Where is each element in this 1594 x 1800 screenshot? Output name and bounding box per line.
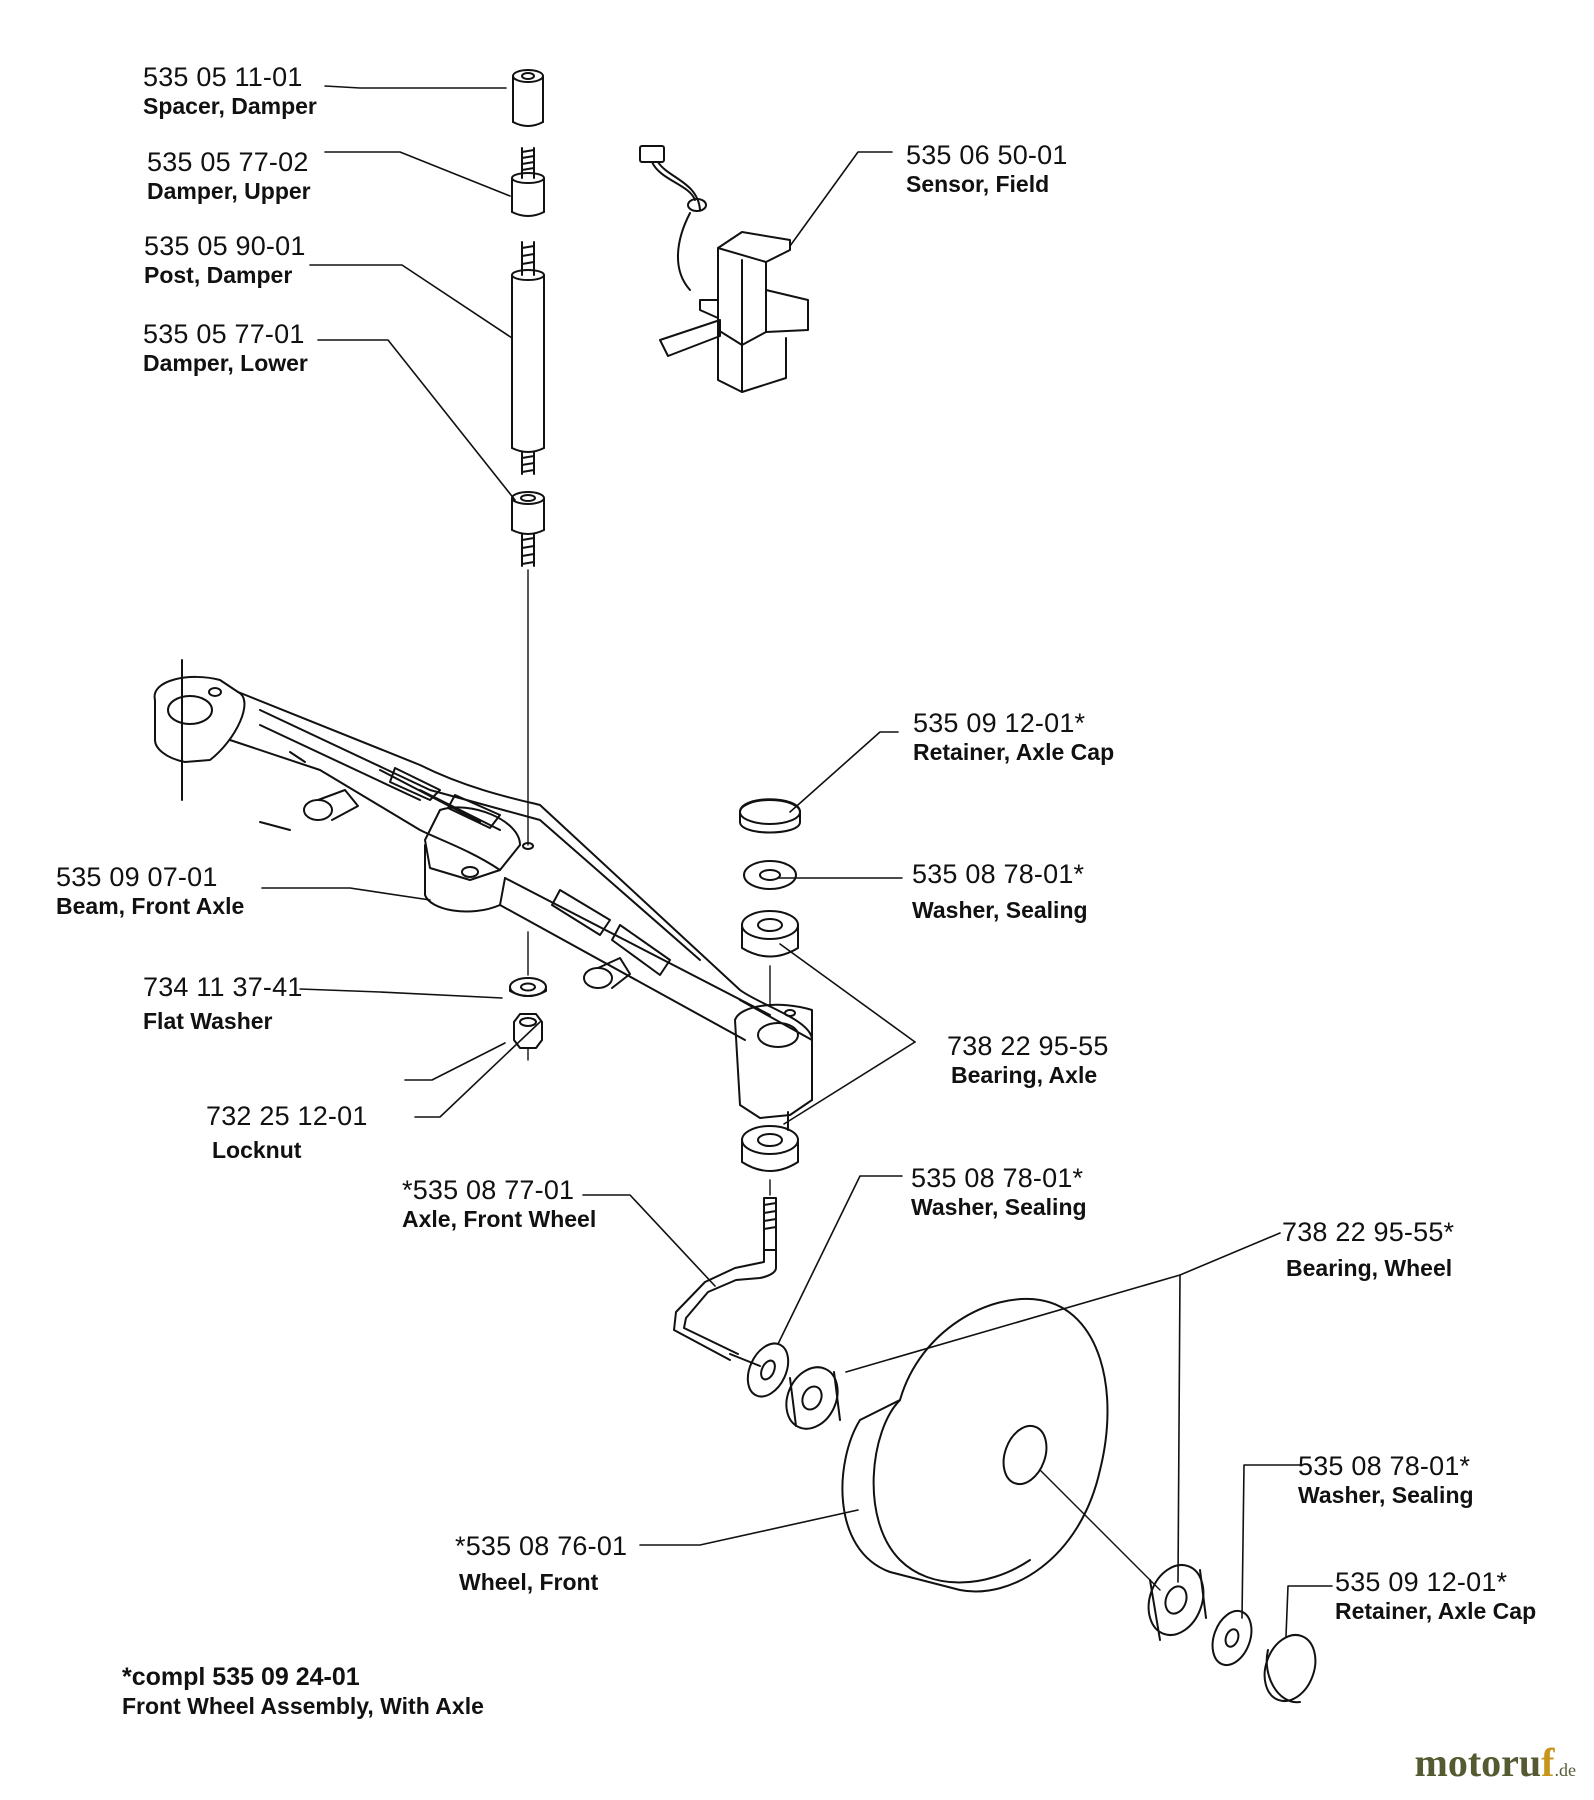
flat-washer-shape: [509, 977, 547, 997]
leader-lines: [261, 85, 1333, 1637]
part-description: Damper, Lower: [143, 350, 308, 377]
part-description: Post, Damper: [144, 262, 293, 289]
part-description: Retainer, Axle Cap: [913, 739, 1115, 766]
part-number: 738 22 95-55*: [1282, 1217, 1455, 1247]
watermark-logo: motoruf.de: [1414, 1740, 1576, 1785]
part-description: Spacer, Damper: [143, 93, 317, 120]
damper-upper-shape: [511, 147, 545, 217]
callout-retainer-axle-cap-2: 535 09 12-01* Retainer, Axle Cap: [1335, 1567, 1537, 1625]
part-description: Washer, Sealing: [1298, 1482, 1474, 1509]
damper-stack: [511, 69, 545, 846]
callout-axle-front-wheel: *535 08 77-01 Axle, Front Wheel: [402, 1175, 597, 1233]
part-description: Retainer, Axle Cap: [1335, 1598, 1537, 1625]
wheel-outer-parts-shape: [1147, 1564, 1317, 1704]
damper-lower-shape: [511, 491, 545, 567]
callout-beam-front-axle: 535 09 07-01 Beam, Front Axle: [56, 862, 245, 920]
part-number: 535 08 78-01*: [1298, 1451, 1471, 1481]
front-axle-beam-shape: [153, 659, 813, 1131]
axle-cap-stack-shape: [739, 798, 801, 1196]
callout-locknut: 732 25 12-01 Locknut: [206, 1101, 368, 1164]
callout-wheel-front: *535 08 76-01 Wheel, Front: [455, 1531, 628, 1596]
part-number: 535 05 90-01: [144, 231, 306, 261]
part-number: 732 25 12-01: [206, 1101, 368, 1131]
wheel-axle-shape: [673, 1197, 777, 1367]
callout-flat-washer: 734 11 37-41 Flat Washer: [143, 972, 303, 1035]
part-number: 535 05 11-01: [143, 62, 303, 92]
part-number: 734 11 37-41: [143, 972, 303, 1002]
callout-bearing-axle: 738 22 95-55 Bearing, Axle: [947, 1031, 1109, 1089]
spacer-damper-shape: [512, 69, 544, 127]
callout-washer-sealing-2: 535 08 78-01* Washer, Sealing: [911, 1163, 1087, 1221]
field-sensor-shape: [639, 145, 809, 393]
part-description: Bearing, Axle: [951, 1062, 1098, 1089]
part-description: Washer, Sealing: [912, 897, 1088, 924]
locknut-shape: [513, 931, 543, 1061]
part-description: Locknut: [212, 1137, 302, 1164]
part-description: Damper, Upper: [147, 178, 311, 205]
footnote-assembly-description: Front Wheel Assembly, With Axle: [122, 1692, 484, 1719]
part-number: 535 08 78-01*: [912, 859, 1085, 889]
callout-washer-sealing-3: 535 08 78-01* Washer, Sealing: [1298, 1451, 1474, 1509]
part-number: *535 08 76-01: [455, 1531, 628, 1561]
callout-damper-lower: 535 05 77-01 Damper, Lower: [143, 319, 308, 377]
front-wheel-shape: [841, 1298, 1161, 1593]
part-number: 535 09 12-01*: [913, 708, 1086, 738]
part-number: 535 05 77-01: [143, 319, 305, 349]
callout-washer-sealing-1: 535 08 78-01* Washer, Sealing: [912, 859, 1088, 924]
callout-post-damper: 535 05 90-01 Post, Damper: [144, 231, 306, 289]
part-number: 535 09 07-01: [56, 862, 218, 892]
wheel-hub-parts-shape: [746, 1342, 841, 1430]
part-number: *535 08 77-01: [402, 1175, 575, 1205]
part-number: 535 08 78-01*: [911, 1163, 1084, 1193]
part-description: Bearing, Wheel: [1286, 1255, 1453, 1282]
footnote-assembly-number: *compl 535 09 24-01: [122, 1663, 360, 1691]
part-number: 535 09 12-01*: [1335, 1567, 1508, 1597]
callout-spacer-damper: 535 05 11-01 Spacer, Damper: [143, 62, 317, 120]
assembly-footnote: *compl 535 09 24-01 Front Wheel Assembly…: [122, 1663, 484, 1719]
callout-damper-upper: 535 05 77-02 Damper, Upper: [147, 147, 311, 205]
part-number: 535 05 77-02: [147, 147, 309, 177]
part-description: Beam, Front Axle: [56, 893, 245, 920]
part-description: Washer, Sealing: [911, 1194, 1087, 1221]
callout-retainer-axle-cap-1: 535 09 12-01* Retainer, Axle Cap: [913, 708, 1115, 766]
post-damper-shape: [511, 241, 545, 475]
callout-sensor-field: 535 06 50-01 Sensor, Field: [906, 140, 1068, 198]
part-description: Flat Washer: [143, 1008, 273, 1035]
part-number: 535 06 50-01: [906, 140, 1068, 170]
part-description: Axle, Front Wheel: [402, 1206, 597, 1233]
part-number: 738 22 95-55: [947, 1031, 1109, 1061]
part-description: Sensor, Field: [906, 171, 1050, 198]
callout-bearing-wheel: 738 22 95-55* Bearing, Wheel: [1282, 1217, 1455, 1282]
part-description: Wheel, Front: [459, 1569, 599, 1596]
